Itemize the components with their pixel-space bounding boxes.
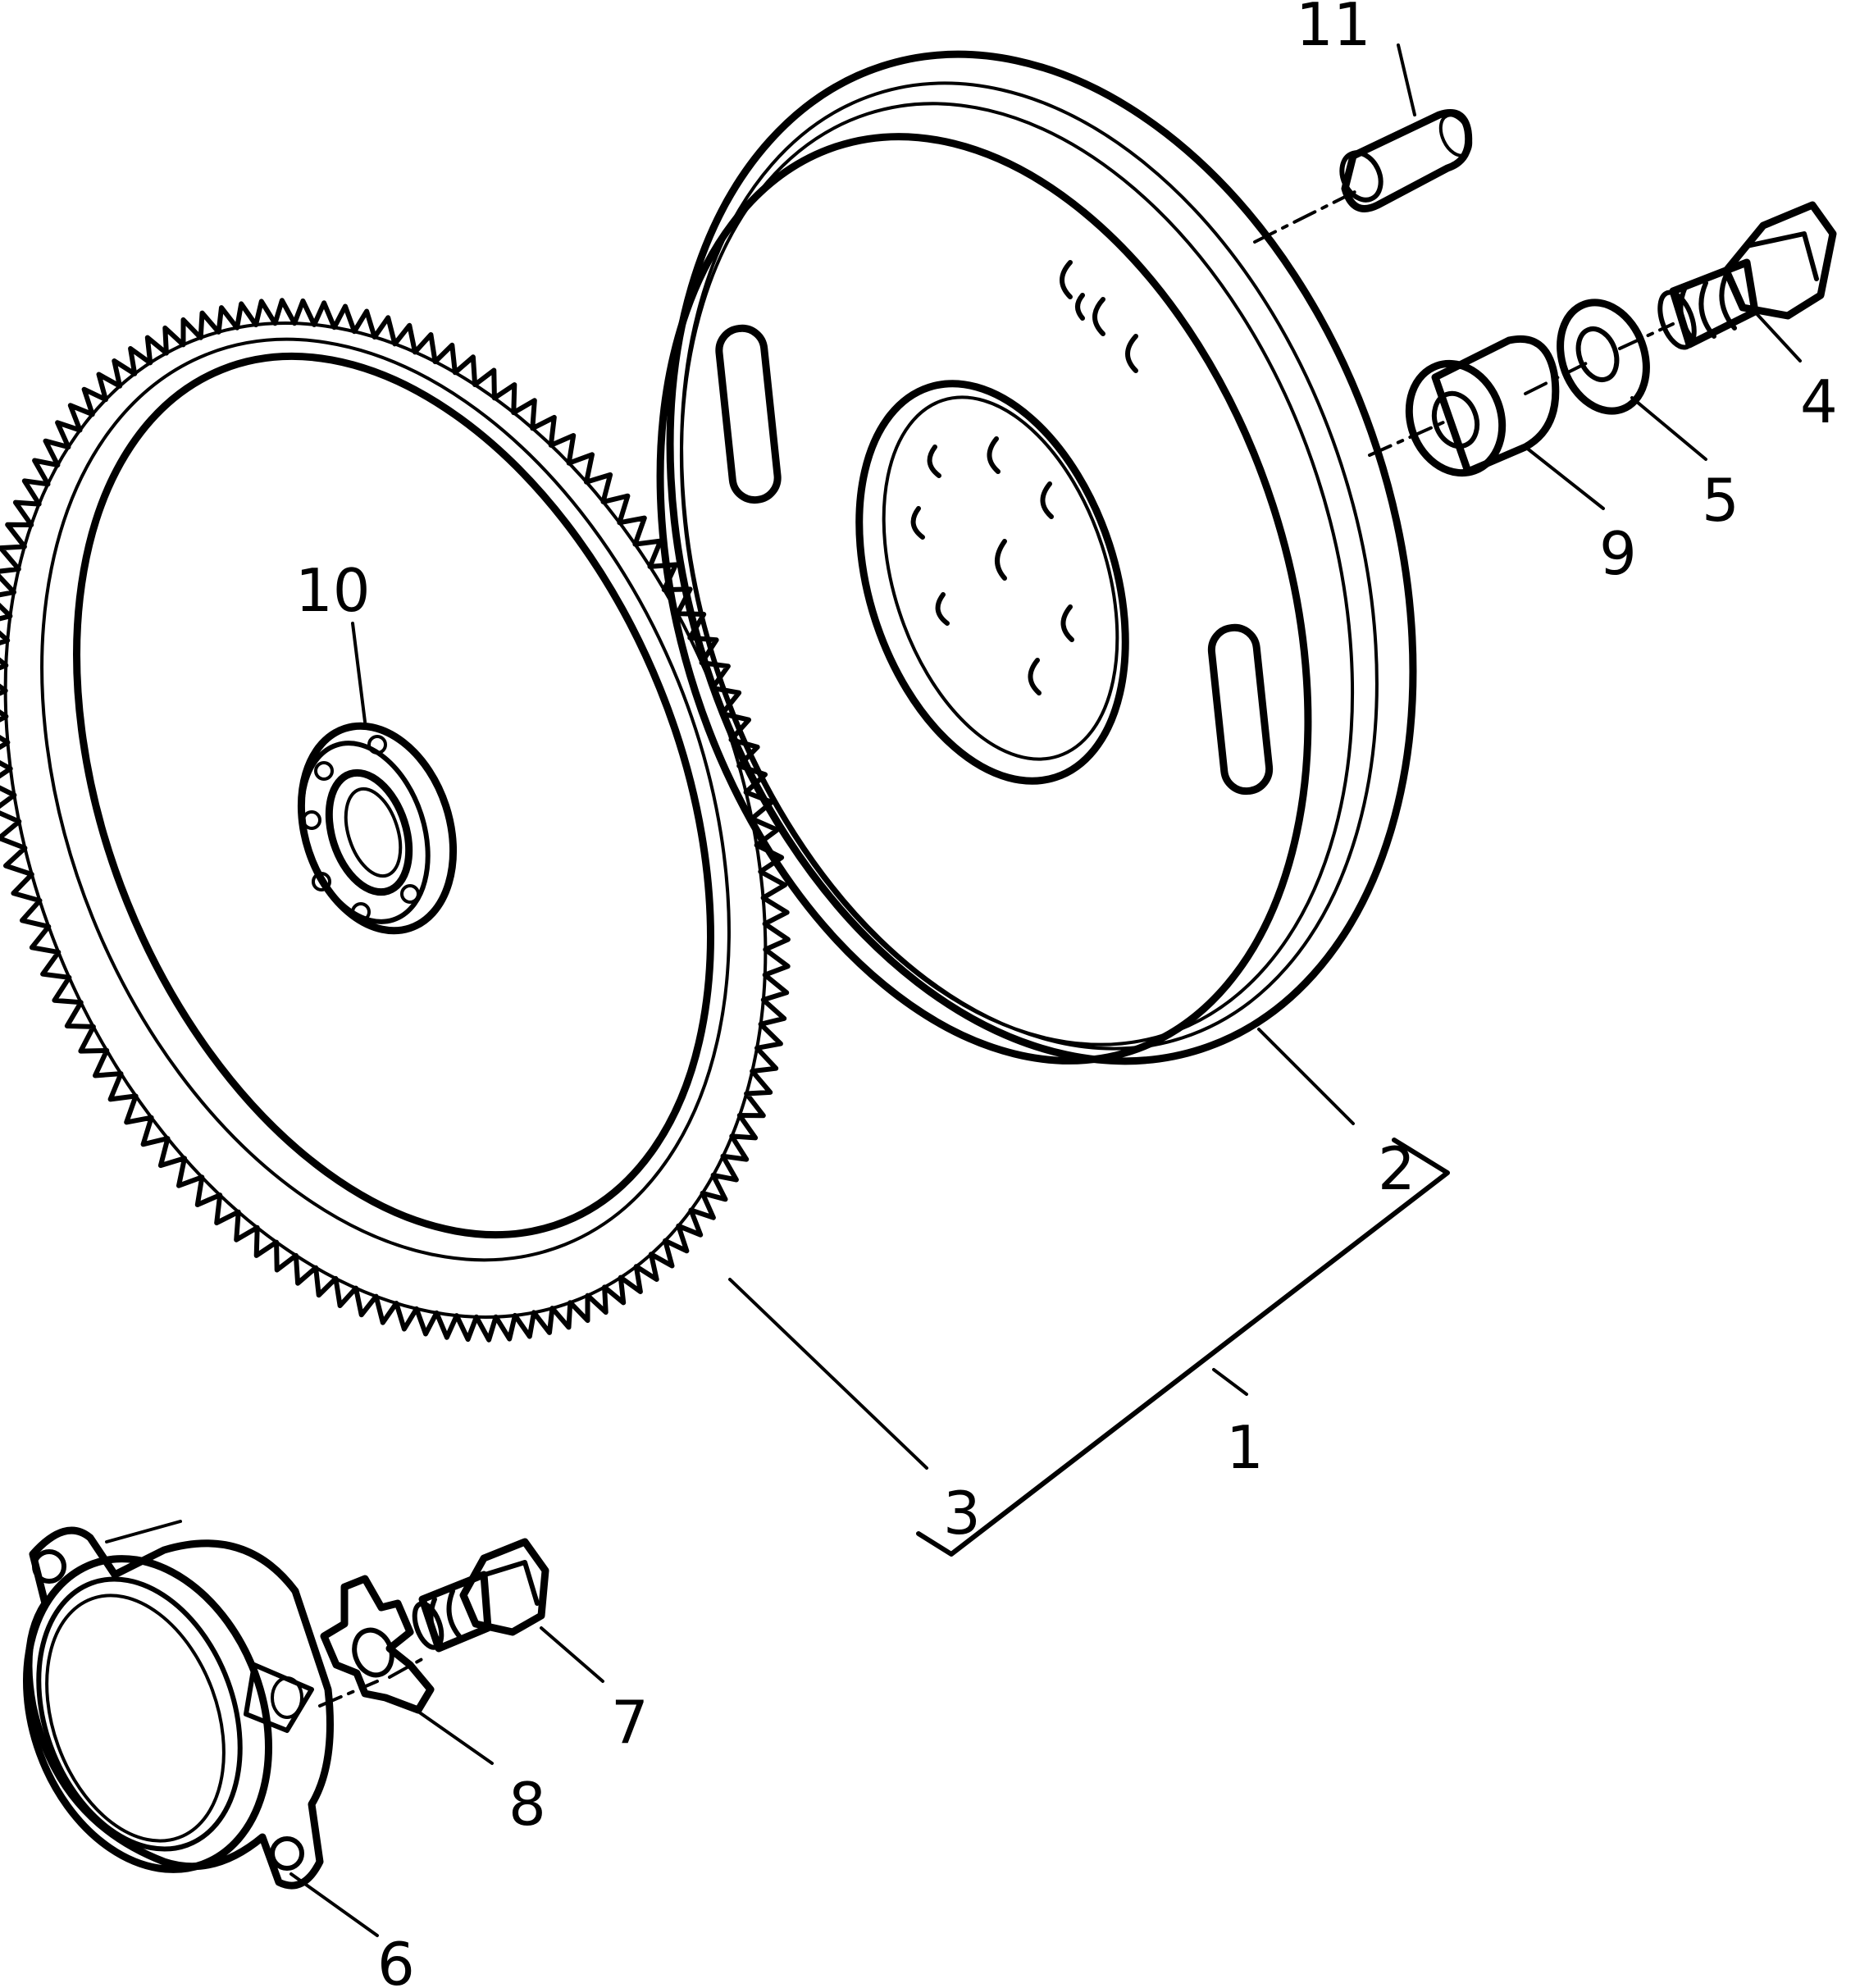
flywheel bbox=[656, 50, 1417, 1065]
pilot-bearing bbox=[297, 722, 458, 935]
flywheel-hub-bolt-holes bbox=[910, 436, 1074, 695]
dowel-pin bbox=[1339, 109, 1473, 212]
spacer bbox=[1405, 335, 1560, 477]
callout-10: 10 bbox=[295, 556, 371, 625]
callout-5: 5 bbox=[1702, 466, 1739, 535]
flywheel-front-face bbox=[656, 133, 1312, 1065]
callout-6: 6 bbox=[377, 1930, 415, 1988]
flywheel-slot-right bbox=[1207, 623, 1274, 796]
ring-gear-inner-web-lip bbox=[40, 337, 731, 1262]
callout-3: 3 bbox=[943, 1479, 981, 1548]
ring-gear-inner-web bbox=[73, 352, 714, 1239]
callout-9: 9 bbox=[1599, 519, 1637, 588]
ring-gear bbox=[0, 298, 791, 1343]
callout-2: 2 bbox=[1378, 1134, 1415, 1203]
leader-lines bbox=[289, 43, 1802, 1937]
bearing-housing bbox=[23, 1520, 334, 1890]
flywheel-back-rim bbox=[666, 50, 1417, 1065]
flywheel-bolt bbox=[1657, 201, 1837, 350]
washer bbox=[1557, 299, 1650, 415]
assembly-centerlines bbox=[318, 187, 1675, 1708]
callout-11: 11 bbox=[1296, 0, 1371, 59]
callout-labels: 1 2 3 4 5 6 7 8 9 10 11 bbox=[295, 0, 1838, 1988]
callout-4: 4 bbox=[1800, 367, 1838, 436]
callout-1: 1 bbox=[1226, 1413, 1264, 1482]
assembly-bracket bbox=[916, 1138, 1450, 1557]
flywheel-slot-left bbox=[715, 324, 782, 504]
callout-8: 8 bbox=[508, 1770, 546, 1839]
housing-bolt bbox=[412, 1538, 549, 1653]
callout-7: 7 bbox=[611, 1688, 649, 1757]
lock-tab-washer bbox=[320, 1575, 435, 1714]
flywheel-hub bbox=[855, 380, 1129, 785]
